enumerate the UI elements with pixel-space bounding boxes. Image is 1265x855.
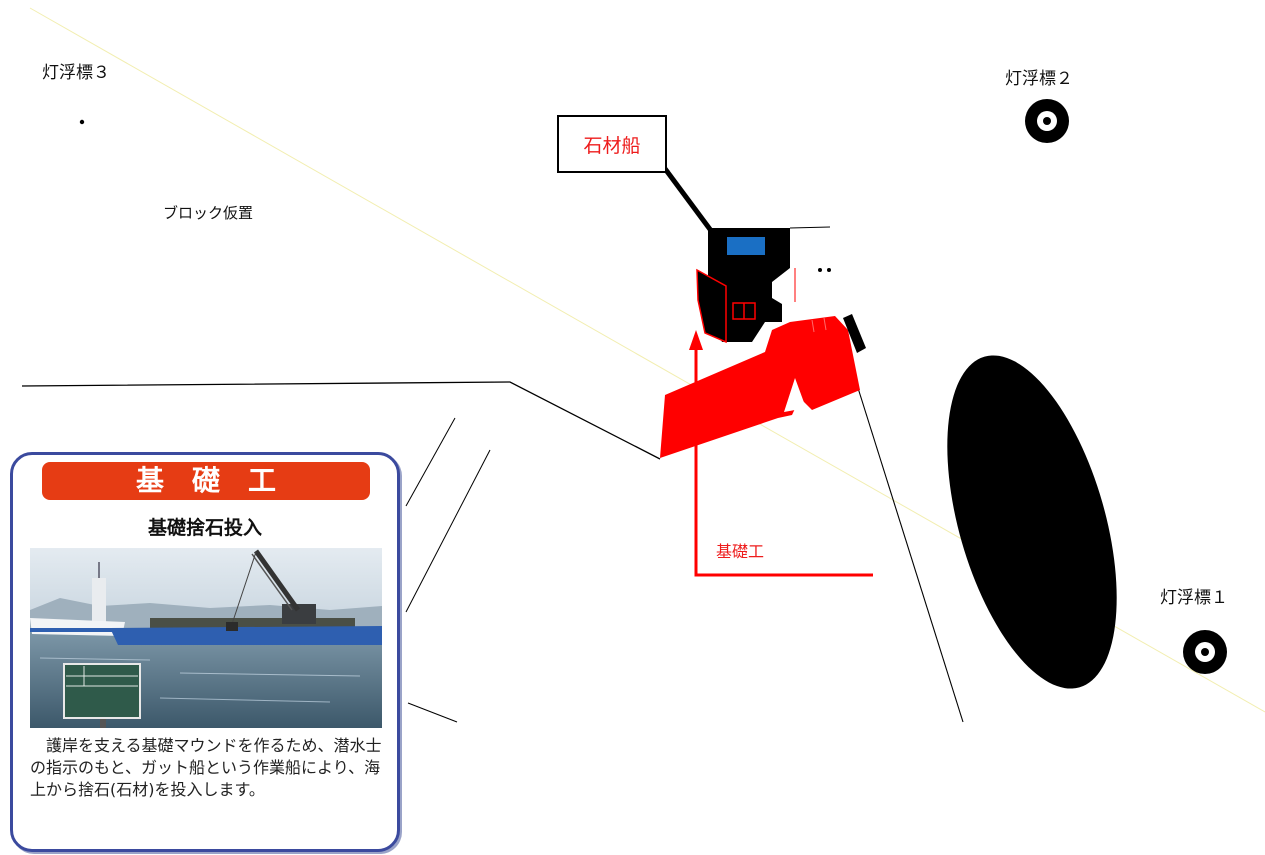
photo-crane-cabin xyxy=(282,604,316,624)
photo-crane-lattice xyxy=(251,553,293,611)
ship-mooring-line xyxy=(789,226,831,229)
quay-wall-line xyxy=(857,387,964,723)
coastline xyxy=(21,381,661,460)
shore-line-c xyxy=(407,702,458,723)
card-subtitle: 基礎捨石投入 xyxy=(147,517,262,539)
foundation-work-label: 基礎工 xyxy=(716,542,765,561)
block-storage-label: ブロック仮置 xyxy=(163,204,254,222)
barge-fender xyxy=(843,314,866,353)
buoy-1-label: 灯浮標１ xyxy=(1160,588,1228,608)
photo-crane-cable xyxy=(231,551,257,625)
shore-line-a xyxy=(405,417,456,507)
photo-tower xyxy=(92,578,106,622)
ship-cabin-window xyxy=(727,237,765,255)
photo-barge-hull xyxy=(110,626,382,645)
buoy-center xyxy=(1043,117,1051,125)
shore-line-b xyxy=(405,449,491,613)
card-banner: 基 礎 工 xyxy=(42,462,370,500)
buoy-center xyxy=(1201,648,1209,656)
marker-dot xyxy=(79,119,85,125)
breakwater-ellipse xyxy=(947,355,1117,689)
buoy-3-label: 灯浮標３ xyxy=(42,63,110,83)
foundation-arrow-head xyxy=(689,330,703,350)
stone-ship-callout: 石材船 xyxy=(557,115,667,173)
photo-wave xyxy=(39,657,151,661)
photo-crane-boom xyxy=(253,549,301,612)
work-area-tick xyxy=(811,319,815,333)
foundation-work-area xyxy=(660,316,860,458)
photo-barge-cargo xyxy=(150,618,355,628)
photo-wave xyxy=(179,672,361,677)
marker-dot xyxy=(818,268,822,272)
buoy-1-icon xyxy=(1183,630,1227,674)
photo-wave xyxy=(159,697,331,703)
marker-dot xyxy=(827,268,831,272)
stone-ship-hull xyxy=(708,228,790,342)
barge-photo xyxy=(30,548,382,728)
callout-line xyxy=(660,164,715,234)
photo-grab-bucket xyxy=(226,622,238,631)
work-area-tick xyxy=(823,317,827,331)
info-card: 基 礎 工 基礎捨石投入 xyxy=(10,452,400,852)
stone-ship-bow xyxy=(696,268,727,344)
photo-sign-post xyxy=(100,716,106,728)
card-description: 護岸を支える基礎マウンドを作るため、潜水士の指示のもと、ガット船という作業船によ… xyxy=(30,736,382,799)
photo-boat-stripe xyxy=(30,628,123,632)
buoy-2-label: 灯浮標２ xyxy=(1005,69,1073,89)
work-area-notch xyxy=(784,378,806,412)
stone-ship-label: 石材船 xyxy=(583,134,641,157)
photo-sign-board xyxy=(63,663,141,719)
buoy-2-icon xyxy=(1025,99,1069,143)
